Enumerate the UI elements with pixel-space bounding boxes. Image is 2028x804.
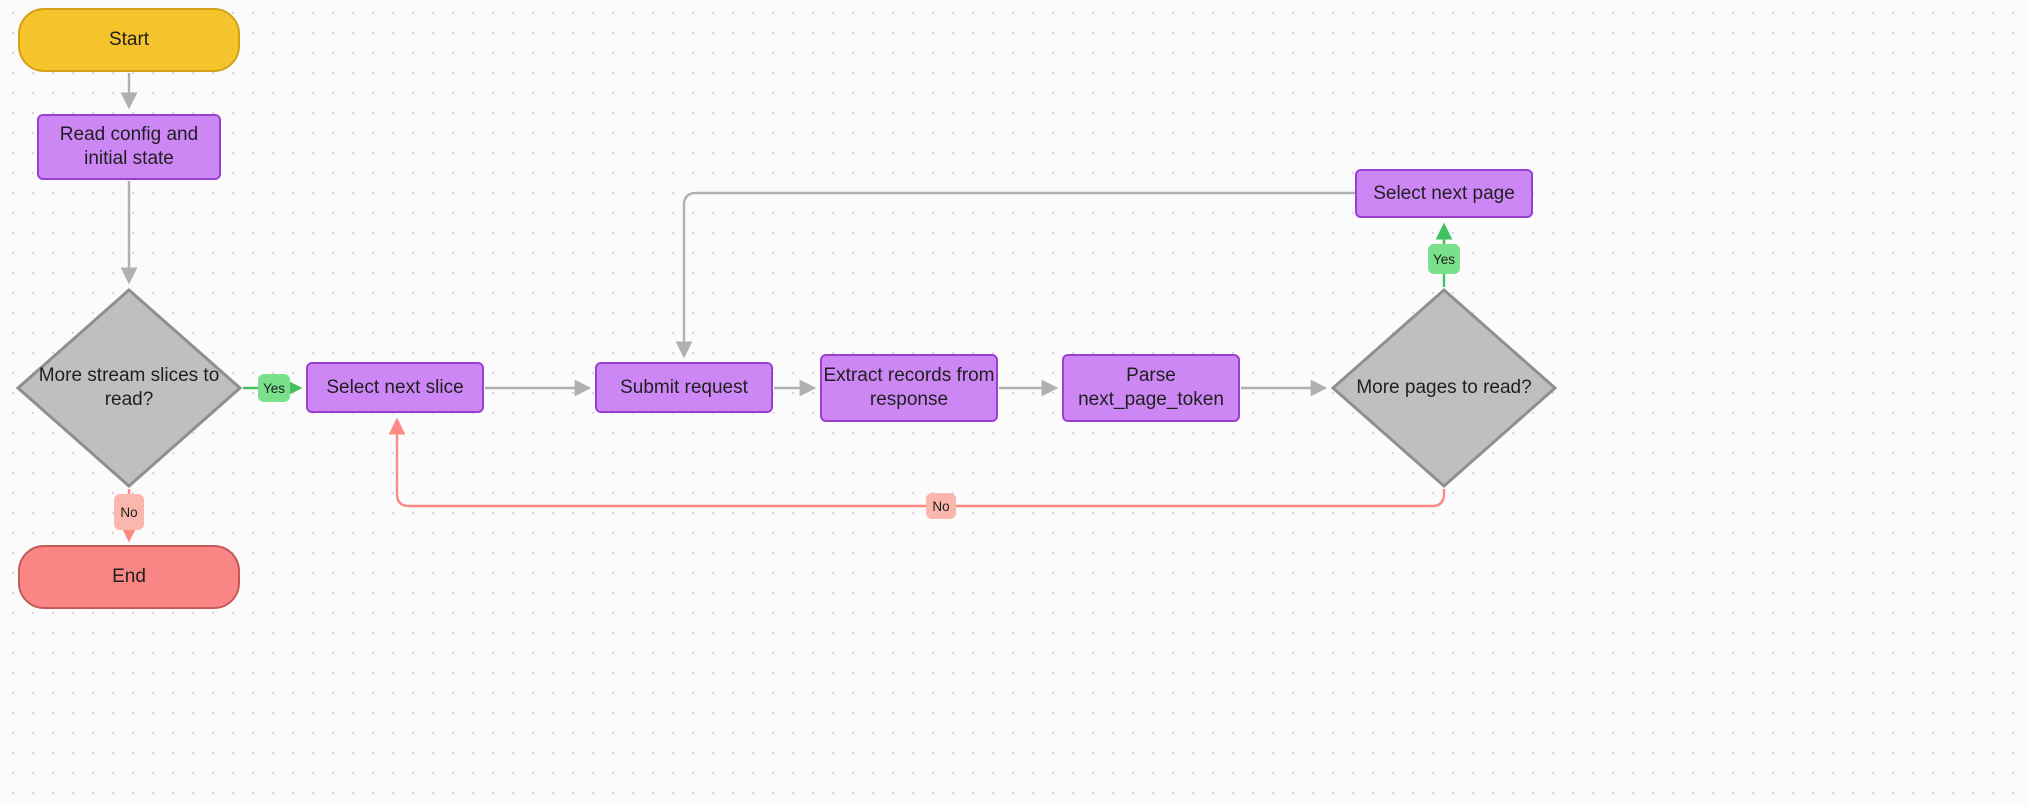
node-parse-next-page-token[interactable]: Parse next_page_token (1062, 354, 1240, 422)
node-more-stream-slices-label: More stream slices to read? (38, 365, 220, 410)
edge-label-no-more-stream-slices: No (114, 494, 144, 530)
edge-more-pages-no-to-select-slice (388, 417, 1446, 508)
node-select-next-slice[interactable]: Select next slice (306, 362, 484, 413)
node-submit-request-label: Submit request (620, 376, 748, 398)
edge-select-page-to-submit-request (675, 191, 1355, 359)
node-select-next-page-label: Select next page (1373, 182, 1515, 204)
node-start-label: Start (108, 29, 150, 51)
edge-label-yes-more-stream-slices: Yes (258, 374, 290, 402)
node-more-stream-slices-to-read[interactable]: More stream slices to read? (16, 288, 242, 488)
node-extract-records-label: Extract records from response (823, 365, 995, 410)
edge-label-text: No (932, 498, 950, 514)
edge-label-text: Yes (1432, 251, 1456, 267)
node-start[interactable]: Start (18, 8, 240, 72)
edge-label-yes-more-pages: Yes (1428, 244, 1460, 274)
decision-diamond-shape (16, 288, 242, 488)
node-extract-records-from-response[interactable]: Extract records from response (820, 354, 998, 422)
node-parse-next-page-token-label: Parse next_page_token (1078, 365, 1224, 410)
node-select-next-page[interactable]: Select next page (1355, 169, 1533, 218)
edge-label-text: Yes (262, 380, 286, 396)
edge-label-text: No (120, 504, 138, 520)
node-select-next-slice-label: Select next slice (326, 376, 464, 398)
node-more-pages-label: More pages to read? (1356, 377, 1532, 399)
edge-label-no-more-pages: No (926, 493, 956, 519)
node-more-pages-to-read[interactable]: More pages to read? (1331, 288, 1557, 488)
node-end[interactable]: End (18, 545, 240, 609)
node-submit-request[interactable]: Submit request (595, 362, 773, 413)
node-end-label: End (112, 566, 146, 588)
node-read-config-label: Read config and initial state (59, 124, 199, 169)
node-read-config-and-initial-state[interactable]: Read config and initial state (37, 114, 221, 180)
